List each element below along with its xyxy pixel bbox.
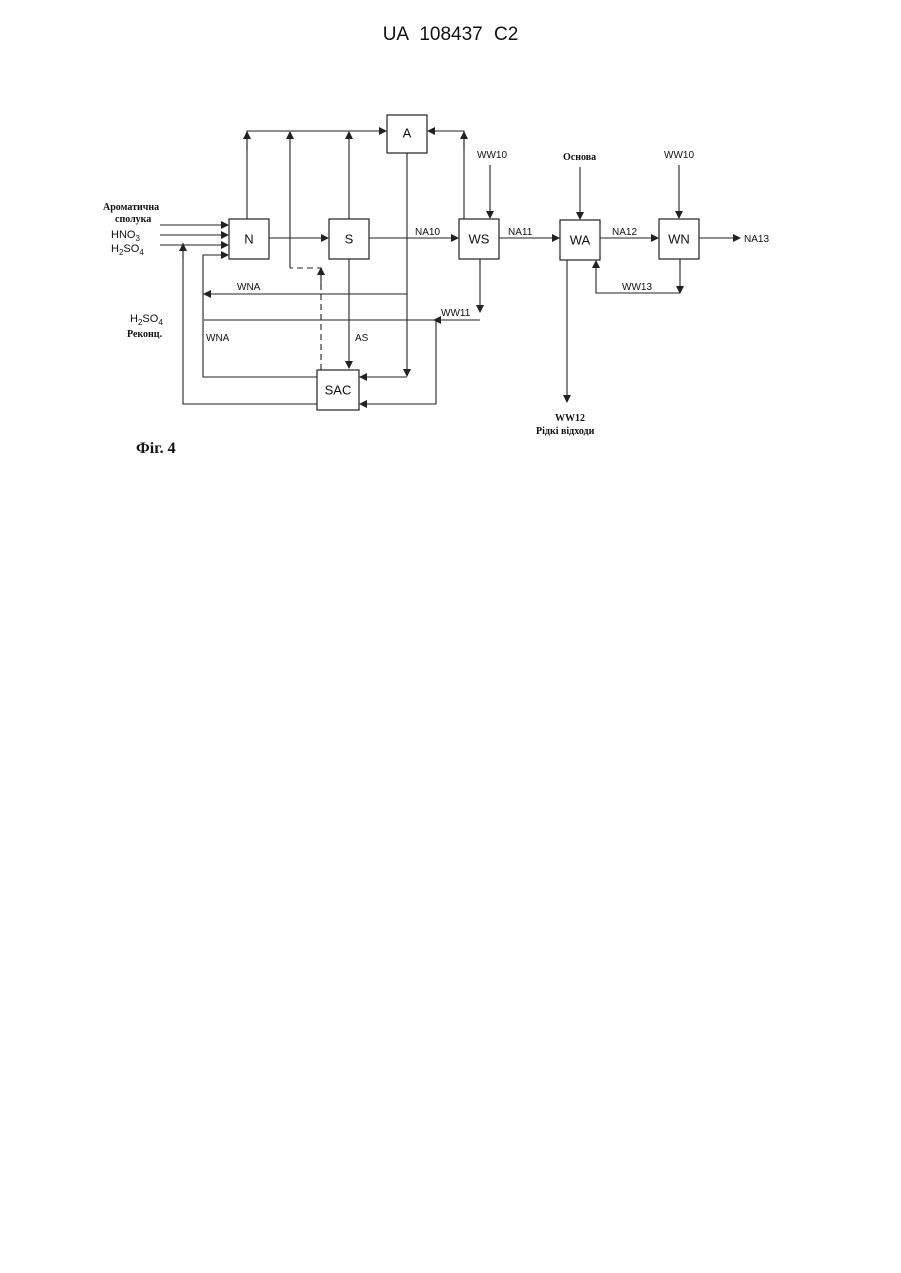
h2so4-label: H2SO4 [111, 243, 144, 257]
liquid-waste-label: Рідкі відходи [536, 426, 595, 437]
ww10-a-label: WW10 [477, 150, 507, 161]
dashed-sac-link [290, 268, 321, 370]
ww12-label: WW12 [555, 413, 585, 424]
ww10-to-wn: WW10 [664, 150, 694, 218]
ww10-b-label: WW10 [664, 150, 694, 161]
box-ws-label: WS [469, 231, 490, 246]
aromatic-compound-label-1: Ароматична [103, 202, 159, 213]
ww13-stream: WW13 [596, 259, 680, 293]
base-label: Основа [563, 152, 596, 163]
box-n: N [229, 219, 269, 259]
as-label: AS [355, 333, 369, 344]
wna-upper-label: WNA [237, 282, 261, 293]
as-stream: AS [349, 259, 369, 368]
wna-lower-label: WNA [206, 333, 230, 344]
box-s-label: S [345, 231, 354, 246]
input-feeds: Ароматична сполука HNO3 H2SO4 [103, 202, 228, 257]
box-ws: WS [459, 219, 499, 259]
figure-caption: Фіг. 4 [136, 440, 176, 458]
svg-text:H2SO4: H2SO4 [130, 313, 163, 327]
na13-label: NA13 [744, 234, 769, 245]
recon-h2so4-label: H2SO4 Реконц. [127, 313, 163, 340]
recon-label: Реконц. [127, 329, 163, 340]
box-wn: WN [659, 219, 699, 259]
box-n-label: N [244, 231, 253, 246]
box-sac: SAC [317, 370, 359, 410]
ww11-label: WW11 [441, 308, 471, 319]
box-sac-label: SAC [325, 382, 352, 397]
box-wn-label: WN [668, 231, 690, 246]
wna-upper-stream: WNA [204, 282, 407, 294]
box-a-label: A [403, 125, 412, 140]
box-s: S [329, 219, 369, 259]
na12-label: NA12 [612, 227, 637, 238]
ww13-label: WW13 [622, 282, 652, 293]
sac-recycle-to-n [183, 243, 317, 404]
na10-label: NA10 [415, 227, 440, 238]
ww12-stream: WW12 Рідкі відходи [536, 260, 595, 437]
box-wa-label: WA [570, 232, 591, 247]
na11-label: NA11 [508, 227, 533, 238]
box-wa: WA [560, 220, 600, 260]
base-to-wa: Основа [563, 152, 596, 219]
ww10-to-ws: WW10 [477, 150, 507, 218]
aromatic-compound-label-2: сполука [115, 214, 151, 225]
hno3-label: HNO3 [111, 229, 140, 243]
box-a: A [387, 115, 427, 153]
